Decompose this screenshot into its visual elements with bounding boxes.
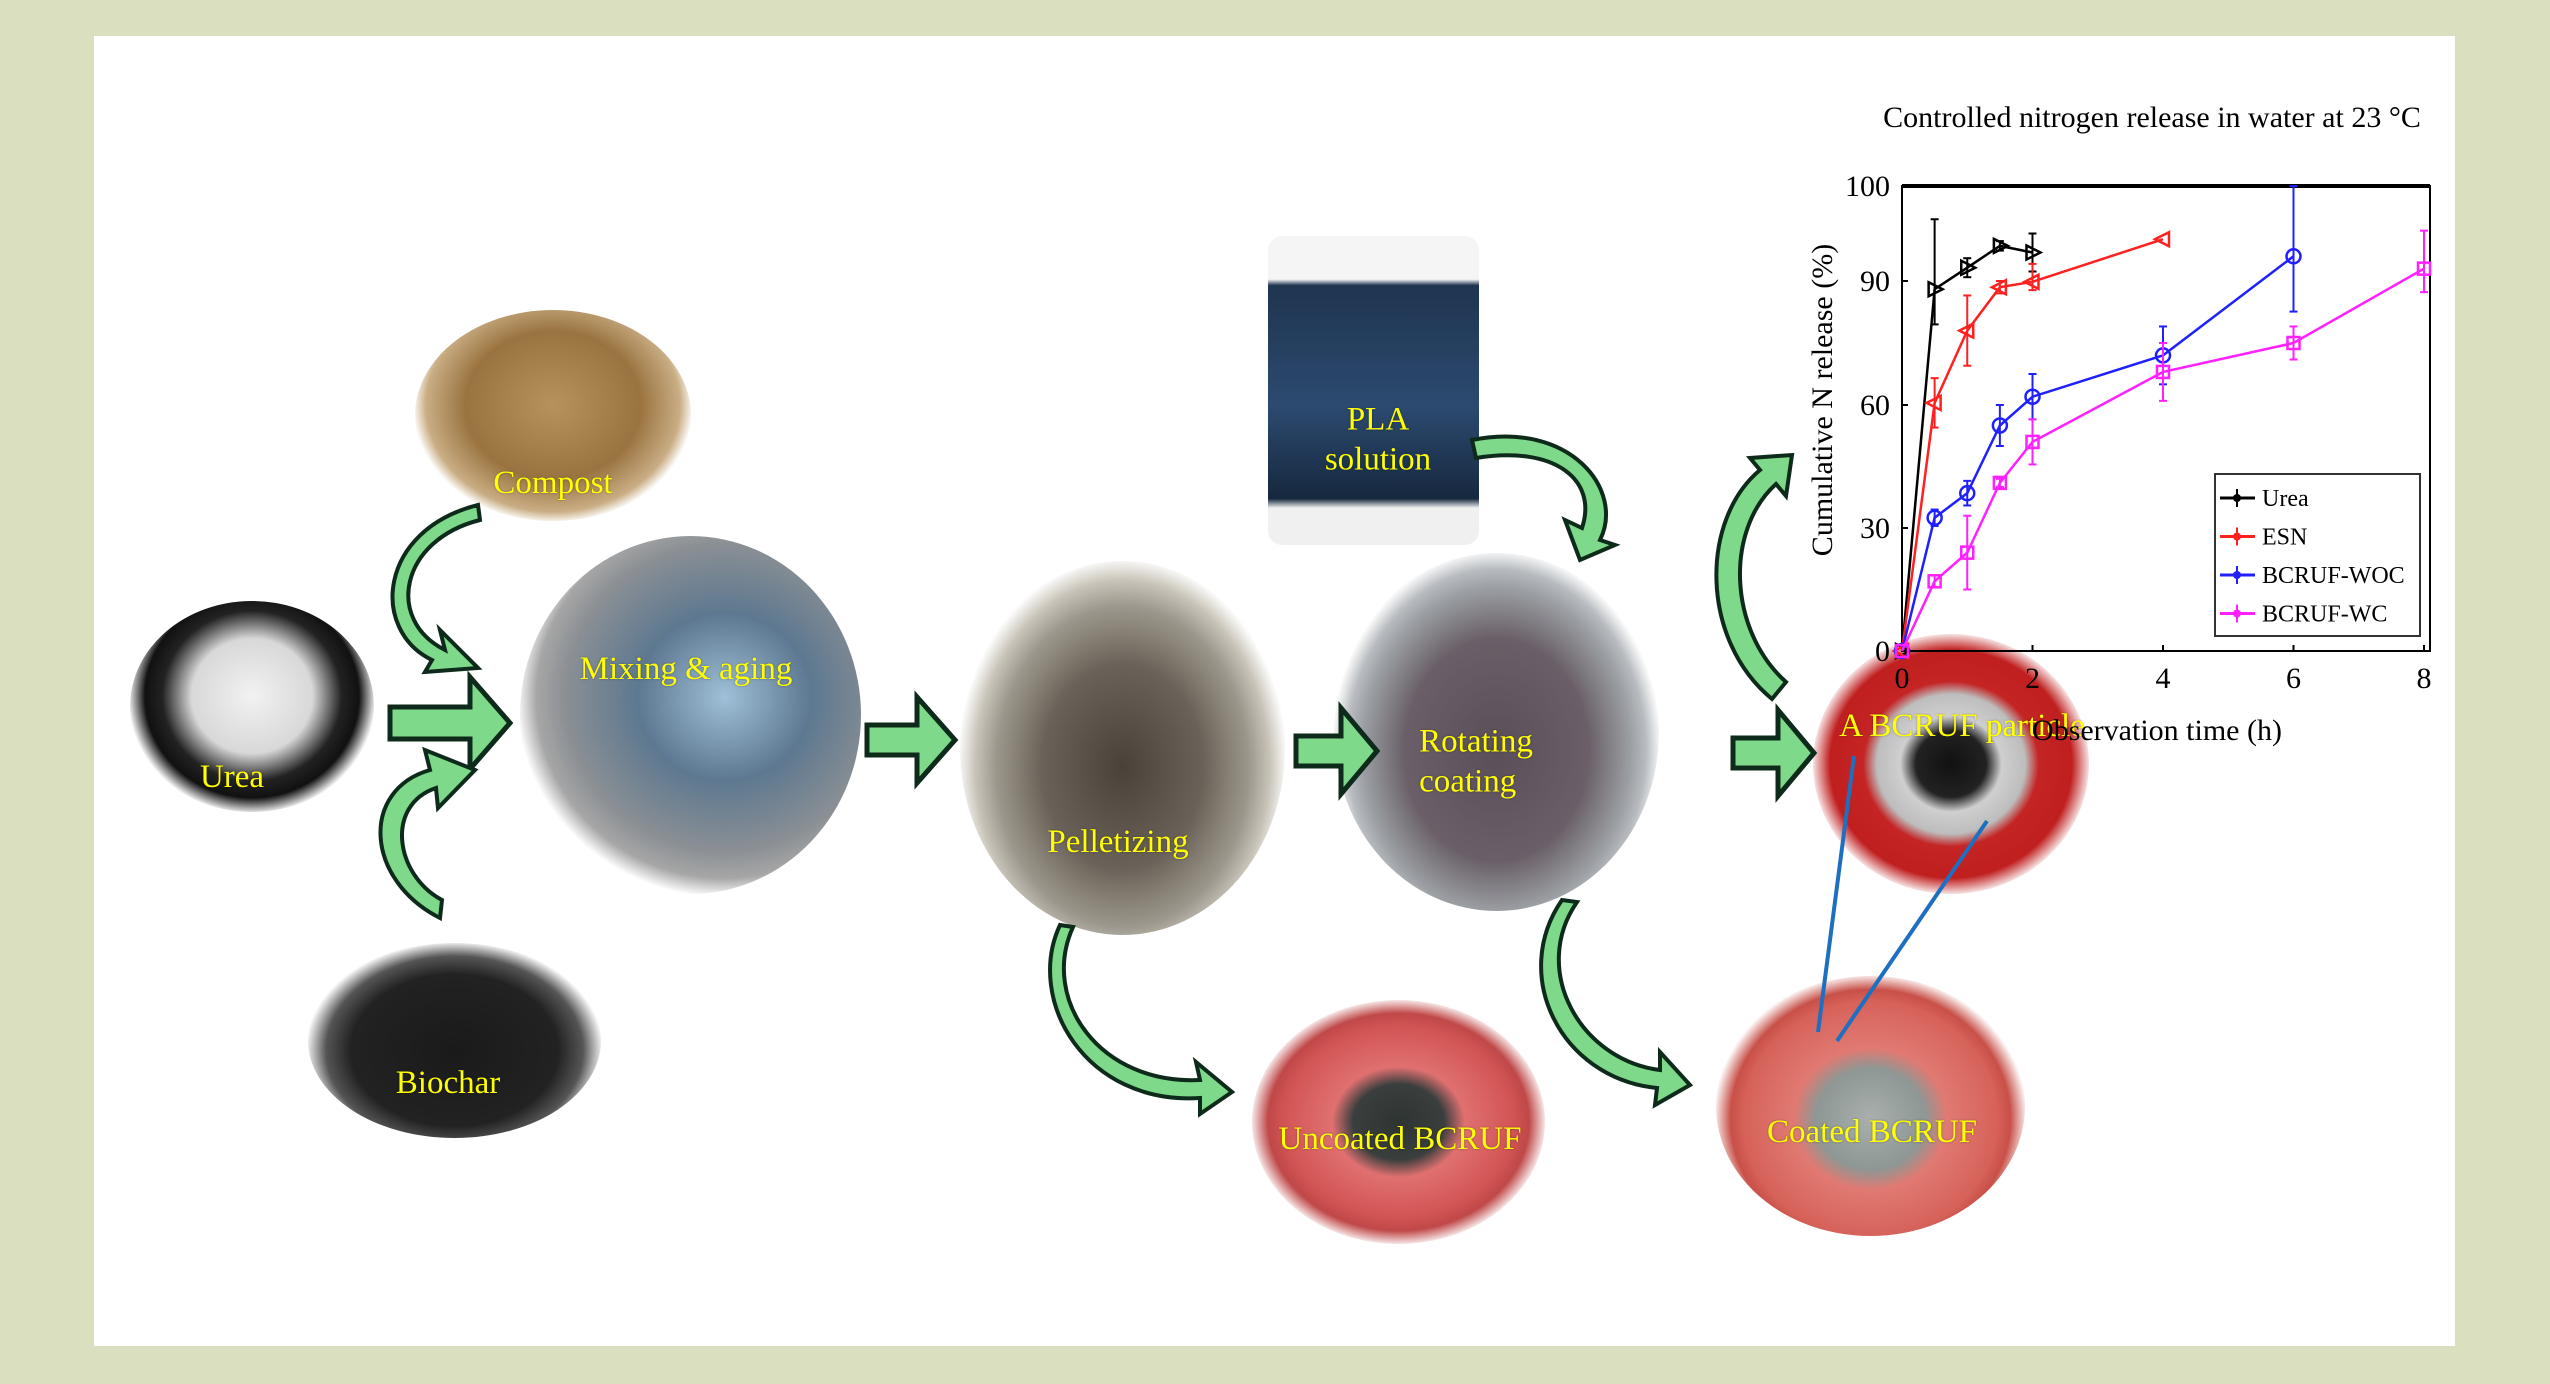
x-axis-label: Observation time (h) <box>2032 714 2282 747</box>
data-point <box>2025 434 2040 450</box>
pla-vessel-photo <box>1268 236 1479 545</box>
y-axis-label: Cumulative N release (%) <box>1806 244 1839 556</box>
legend-marker <box>2233 571 2241 579</box>
uncoated-bcruf-photo <box>1252 1000 1545 1244</box>
label-rotating-line1: Rotating <box>1419 723 1533 760</box>
data-point <box>1960 258 1979 277</box>
pelletizer-photo <box>960 561 1285 935</box>
data-point <box>1991 417 2009 434</box>
data-point <box>1926 509 1943 526</box>
curved-arrow-coating-to-coated <box>1539 897 1694 1109</box>
x-tick-label: 8 <box>2417 662 2432 695</box>
y-tick-label: 100 <box>1845 170 1890 203</box>
label-mixing: Mixing & aging <box>579 651 793 688</box>
legend-marker <box>2233 609 2241 618</box>
curved-arrow-pellets-to-uncoated <box>1048 922 1236 1118</box>
data-point <box>1989 278 2008 297</box>
label-pla-solution: PLA solution <box>1325 400 1431 479</box>
data-point <box>1923 393 1942 412</box>
series-bcruf-wc <box>1894 229 2432 659</box>
arrow-coating-to-particle <box>1730 703 1818 803</box>
data-point <box>1992 236 2011 255</box>
data-point <box>1894 643 1910 659</box>
bcruf-particle-photo <box>1813 634 2089 894</box>
biochar-photo <box>308 943 601 1138</box>
label-pla-line2: solution <box>1324 441 1432 477</box>
series-line <box>1900 238 2164 652</box>
curved-arrow-particle-to-chart <box>1714 452 1795 702</box>
data-point <box>1960 545 1975 560</box>
y-tick-label: 0 <box>1875 635 1890 668</box>
legend-label: BCRUF-WOC <box>2262 563 2405 589</box>
connector-line-right <box>1835 819 1989 1043</box>
data-point <box>2155 364 2171 380</box>
curved-arrow-compost-to-mixing <box>390 502 483 675</box>
label-compost: Compost <box>493 465 613 502</box>
y-tick-label: 90 <box>1860 265 1890 298</box>
label-bcruf-particle: A BCRUF particle <box>1839 708 2085 745</box>
data-point <box>2416 261 2432 276</box>
legend-label: Urea <box>2262 486 2309 512</box>
series-esn <box>1891 230 2171 661</box>
label-coated-bcruf: Coated BCRUF <box>1767 1114 1977 1151</box>
label-rotating-line2: coating <box>1419 763 1517 799</box>
data-point <box>1956 321 1975 340</box>
arrow-pelletizing-to-coating <box>1293 701 1381 801</box>
curved-arrow-pla-to-coating <box>1469 434 1621 563</box>
data-point <box>2025 243 2044 262</box>
legend-marker <box>2233 532 2241 541</box>
y-tick-label: 60 <box>1860 389 1890 422</box>
legend-marker <box>2233 494 2241 502</box>
x-tick-label: 0 <box>1895 662 1910 695</box>
data-point <box>1959 484 1976 502</box>
data-point <box>2152 230 2171 249</box>
curved-arrow-biochar-to-mixing <box>378 746 479 922</box>
data-point <box>1927 574 1942 589</box>
arrow-urea-to-mixing <box>387 670 514 776</box>
mixer-photo <box>520 536 861 894</box>
data-point <box>2286 335 2301 351</box>
x-tick-label: 2 <box>2025 662 2040 695</box>
arrow-mixing-to-pelletizing <box>864 690 959 790</box>
x-tick-label: 6 <box>2286 662 2301 695</box>
legend-box <box>2214 473 2421 637</box>
coated-bcruf-photo <box>1716 976 2025 1236</box>
rotating-drum-photo <box>1334 553 1659 911</box>
label-pelletizing: Pelletizing <box>1047 824 1189 861</box>
data-point <box>1992 475 2008 491</box>
x-tick-label: 4 <box>2156 662 2171 695</box>
label-uncoated-bcruf: Uncoated BCRUF <box>1278 1121 1522 1158</box>
urea-photo <box>130 601 374 812</box>
data-point <box>2285 248 2302 265</box>
label-pla-line1: PLA <box>1346 401 1410 438</box>
data-point <box>2024 388 2041 405</box>
data-point <box>2021 272 2040 291</box>
label-biochar: Biochar <box>395 1065 501 1102</box>
compost-photo <box>415 310 691 521</box>
connector-line-left <box>1816 755 1856 1033</box>
y-tick-label: 30 <box>1860 512 1890 545</box>
chart-title: Controlled nitrogen release in water at … <box>1883 101 2421 134</box>
label-urea: Urea <box>199 759 265 796</box>
data-point <box>1927 280 1946 299</box>
legend-label: ESN <box>2262 525 2307 551</box>
legend-label: BCRUF-WC <box>2262 602 2387 628</box>
label-rotating-coating: Rotating coating <box>1419 722 1533 801</box>
